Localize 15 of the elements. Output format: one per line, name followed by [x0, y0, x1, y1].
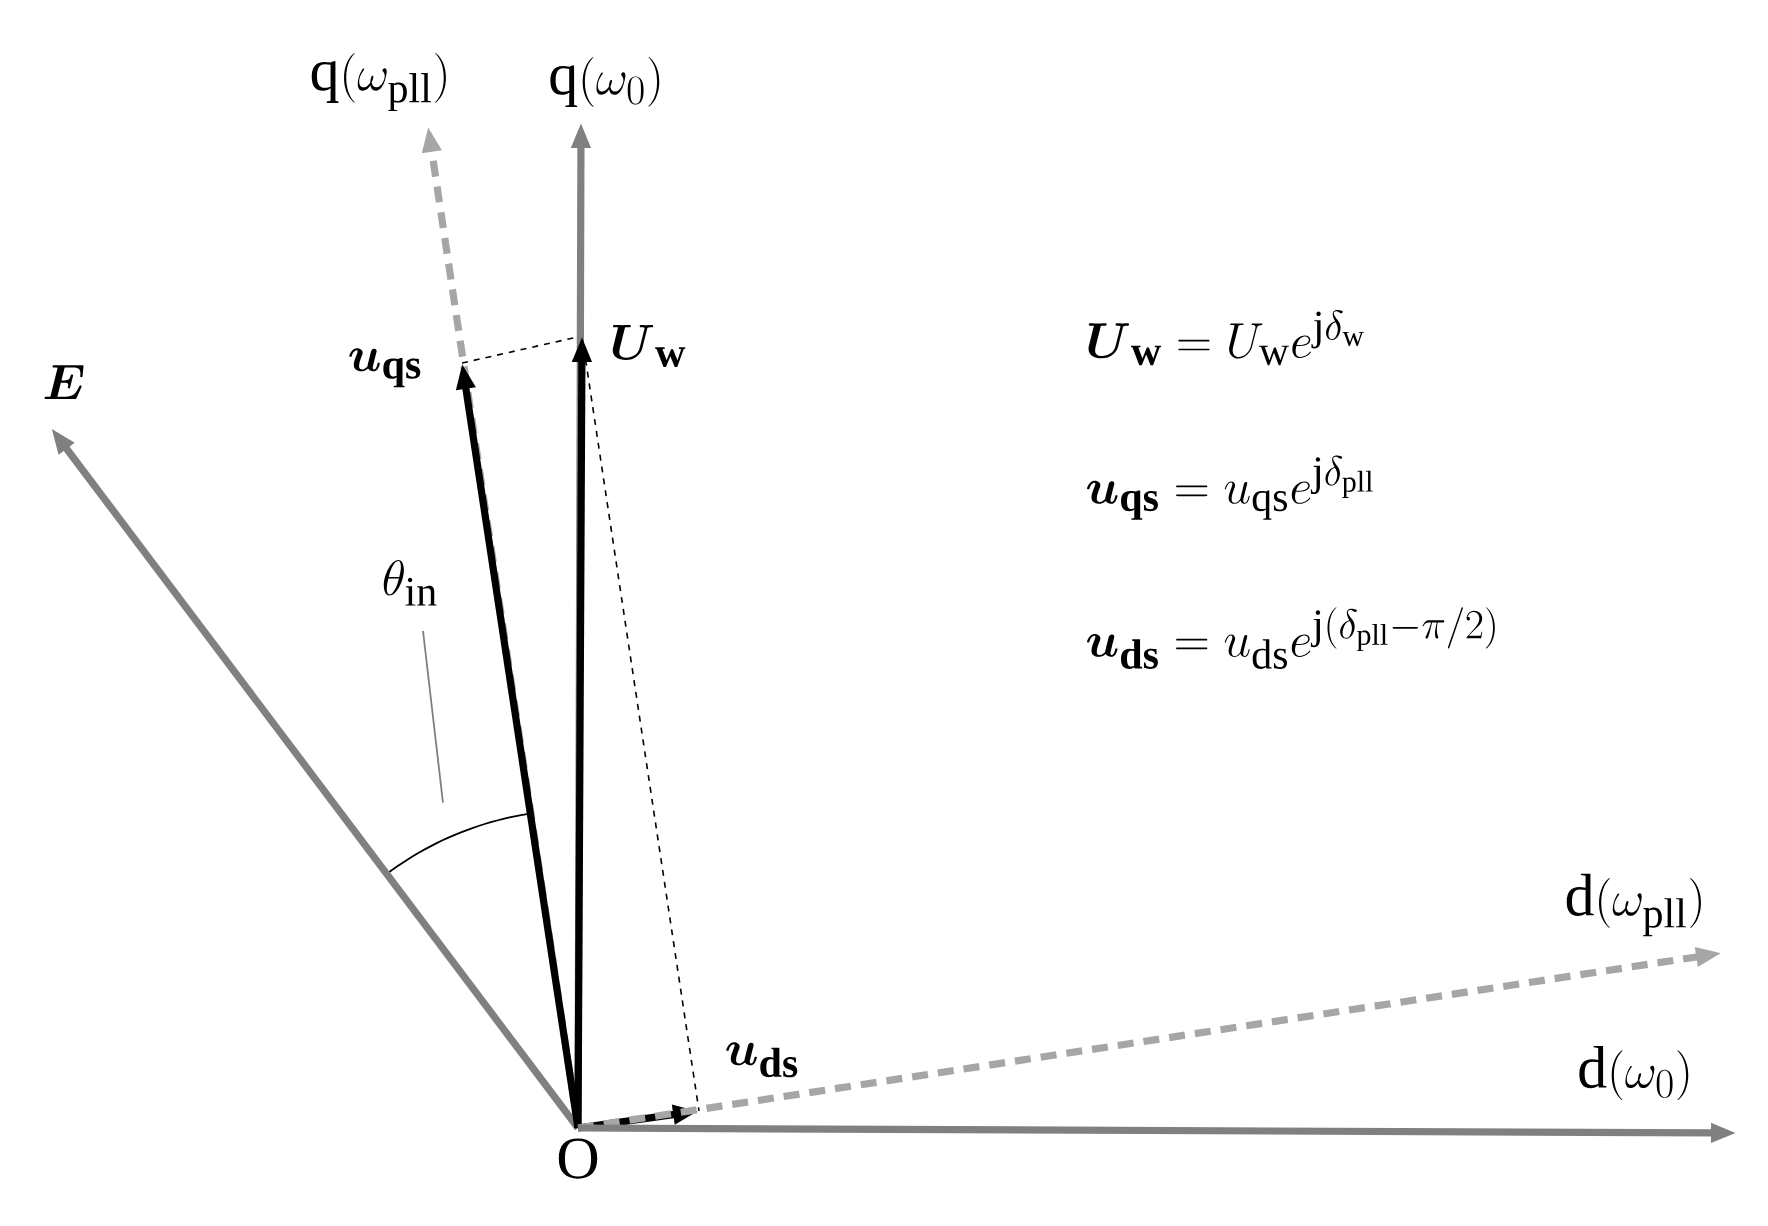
equation: $\boldsymbol{U}_{\mathbf{w}}=U_{\mathrm{w}}e^{\mathrm{j}\delta_{\mathrm{w}}}$: [1088, 310, 1364, 366]
leader-line: [422, 630, 444, 804]
axis-label: $\mathrm{d}(\omega_{0})$: [1579, 1046, 1689, 1101]
equation: $\boldsymbol{u}_{\mathbf{ds}}=u_{\mathrm{ds}}e^{\mathrm{j}(\delta_{\mathrm{pll}}-\pi/2)}$: [1087, 607, 1495, 669]
vector-label: $\boldsymbol{E}$: [44, 365, 84, 400]
vector-label: $\boldsymbol{u}_{\mathbf{ds}}$: [726, 1042, 798, 1078]
angle-label: $\theta_{\mathrm{in}}$: [383, 559, 437, 606]
angle-arc: [386, 812, 530, 875]
equation: $\boldsymbol{u}_{\mathbf{qs}}=u_{\mathrm{qs}}e^{\mathrm{j}\delta_{\mathrm{pll}}}$: [1087, 455, 1373, 520]
axis-label: $\mathrm{q}(\omega_{0})$: [550, 57, 660, 107]
vector-label: $\boldsymbol{u}_{\mathbf{qs}}$: [349, 348, 421, 388]
vector-label: $\boldsymbol{U}_{\mathbf{w}}$: [612, 325, 686, 367]
origin-label: O: [558, 1138, 598, 1179]
axis-label: $\mathrm{q}(\omega_{\mathrm{pll}})$: [311, 52, 446, 112]
axis-label: $\mathrm{d}(\omega_{\mathrm{pll}})$: [1566, 873, 1701, 937]
